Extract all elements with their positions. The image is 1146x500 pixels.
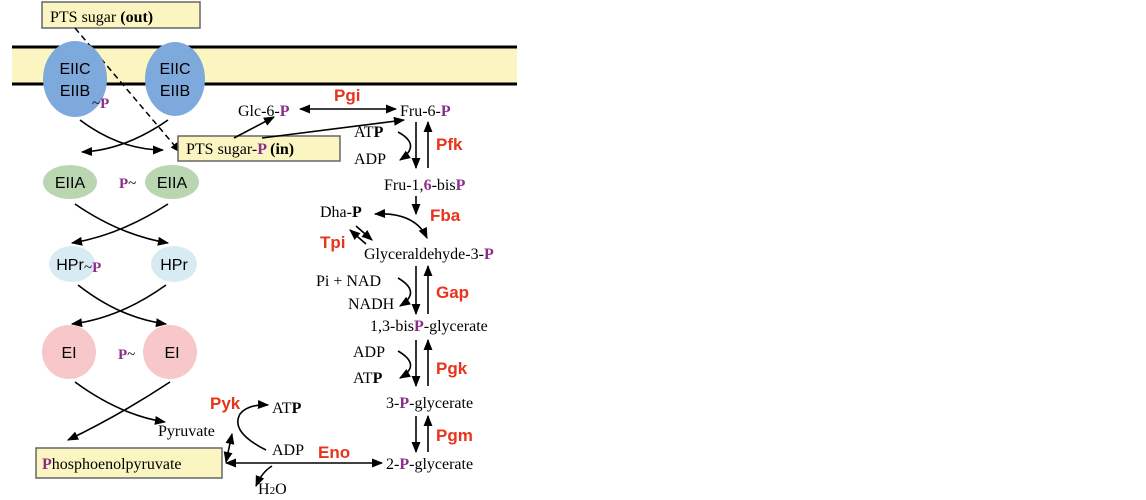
svg-text:EI: EI [164, 345, 179, 362]
eiib-left-label: EIIB [60, 83, 90, 100]
pgk-arrows [397, 338, 433, 388]
hpr-right: HPr [151, 246, 197, 282]
fructose-1-6-bisphosphate: Fru-1,6-bisP [384, 177, 466, 194]
eiia-right: EIIA [145, 165, 199, 199]
hpr-left: HPr [49, 246, 95, 282]
pts-sugar-out-suffix: (out) [120, 9, 153, 26]
sugar-to-hexose-arrows [233, 104, 406, 139]
glucose-6-phosphate: Glc-6-P [238, 103, 290, 120]
glyceraldehyde-3-phosphate: Glyceraldehyde-3-P [364, 246, 494, 263]
gap-arrows [397, 264, 433, 316]
hpr-phospho-label: ~P [84, 260, 101, 276]
eiic-eiib-left: EIIC EIIB [43, 41, 107, 117]
svg-text:EIIA: EIIA [157, 175, 188, 192]
svg-text:PTS sugar-P (in): PTS sugar-P (in) [186, 141, 294, 158]
pts-sugar-p-in-box: PTS sugar-P (in) [177, 135, 341, 162]
atp-pyk: ATP [272, 400, 302, 417]
svg-text:EI: EI [61, 345, 76, 362]
eiib-right-label: EIIB [160, 83, 190, 100]
eiic-right-label: EIIC [159, 61, 190, 78]
pts-sugar-out-box: PTS sugar (out) [41, 1, 201, 29]
eiic-eiib-right: EIIC EIIB [145, 42, 205, 116]
svg-text:HPr: HPr [56, 257, 84, 274]
ei-left: EI [42, 325, 96, 379]
enzyme-gap: Gap [436, 283, 469, 302]
adp-pyk: ADP [272, 442, 304, 459]
atp-pfk: ATP [354, 124, 384, 141]
pgm-arrows [411, 414, 433, 454]
dihydroxyacetone-phosphate: Dha-P [320, 204, 362, 221]
1-3-bisphosphoglycerate: 1,3-bisP-glycerate [370, 318, 488, 335]
2-phosphoglycerate: 2-P-glycerate [386, 456, 473, 473]
water: H2O [258, 481, 287, 498]
tpi-arrows [349, 225, 373, 245]
phosphoenolpyruvate-box: Phosphoenolpyruvate [35, 447, 223, 479]
pfk-arrows [397, 120, 433, 170]
enzyme-pyk: Pyk [210, 394, 241, 413]
fba-arrows [373, 196, 428, 240]
enzyme-tpi: Tpi [320, 233, 346, 252]
enzyme-eno: Eno [318, 443, 350, 462]
adp-pgk: ADP [353, 344, 385, 361]
pi-nad: Pi + NAD [316, 273, 381, 290]
svg-text:PTS sugar (out): PTS sugar (out) [50, 9, 153, 26]
ei-phospho-label: P~ [118, 347, 135, 363]
eiic-left-label: EIIC [59, 61, 90, 78]
3-phosphoglycerate: 3-P-glycerate [386, 395, 473, 412]
enzyme-pgk: Pgk [436, 359, 468, 378]
svg-text:Phosphoenolpyruvate: Phosphoenolpyruvate [42, 456, 182, 473]
enzyme-pgi: Pgi [334, 86, 360, 105]
nadh: NADH [348, 296, 395, 313]
phosphotransfer-arrows [66, 119, 171, 441]
ei-right: EI [143, 325, 197, 379]
sugar-transport-dashed-arrow [74, 27, 181, 153]
pyk-arrows [223, 400, 270, 464]
eiib-phospho-label: ~P [92, 96, 109, 112]
atp-pgk: ATP [353, 370, 383, 387]
eno-arrows [224, 458, 384, 488]
eiia-phospho-label: P~ [119, 176, 136, 192]
pyruvate: Pyruvate [158, 423, 215, 440]
enzyme-pgm: Pgm [436, 426, 473, 445]
svg-text:HPr: HPr [160, 257, 188, 274]
eiia-left: EIIA [43, 165, 97, 199]
fructose-6-phosphate: Fru-6-P [400, 103, 451, 120]
pts-sugar-out-label: PTS sugar [50, 9, 120, 26]
enzyme-pfk: Pfk [436, 135, 463, 154]
enzyme-fba: Fba [430, 206, 461, 225]
svg-text:EIIA: EIIA [55, 175, 86, 192]
adp-pfk: ADP [354, 151, 386, 168]
